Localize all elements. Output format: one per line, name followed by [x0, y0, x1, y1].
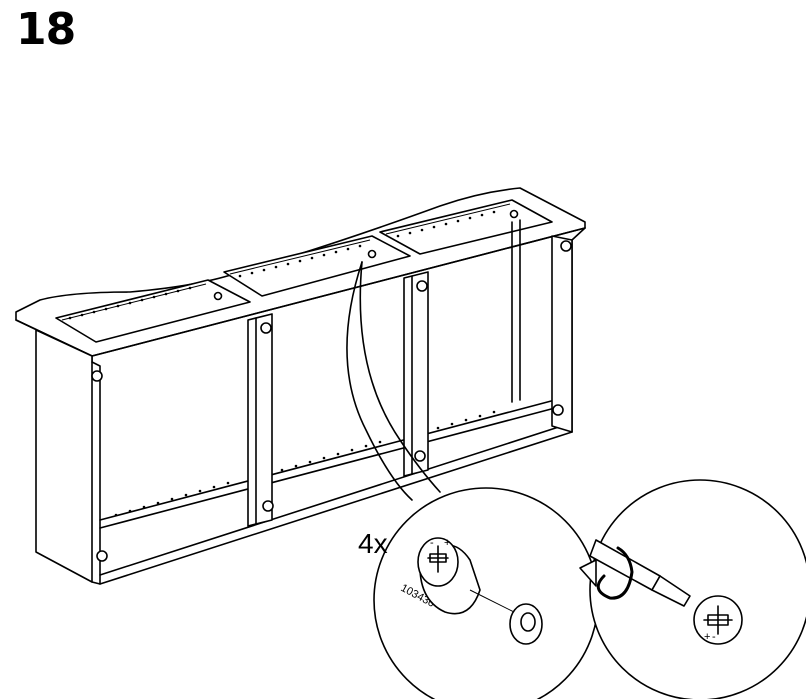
svg-text:+: +	[444, 537, 450, 549]
detail-circle-right	[590, 480, 806, 699]
svg-text:-: -	[430, 537, 434, 549]
callout-leader	[347, 262, 412, 500]
svg-text:+: +	[704, 631, 710, 643]
dowel-hole-icon	[510, 604, 542, 644]
right-side-panel	[552, 236, 572, 432]
svg-text:-: -	[712, 631, 716, 643]
quantity-label: 4x	[358, 528, 388, 559]
detail-screwdriver: + -	[580, 480, 806, 699]
detail-cam-lock: 4x 103430 - +	[358, 488, 598, 699]
partition-right	[404, 272, 428, 476]
cam-lock-face-icon: + -	[694, 596, 742, 644]
left-side-panel	[36, 330, 92, 582]
partition-left	[248, 314, 272, 526]
